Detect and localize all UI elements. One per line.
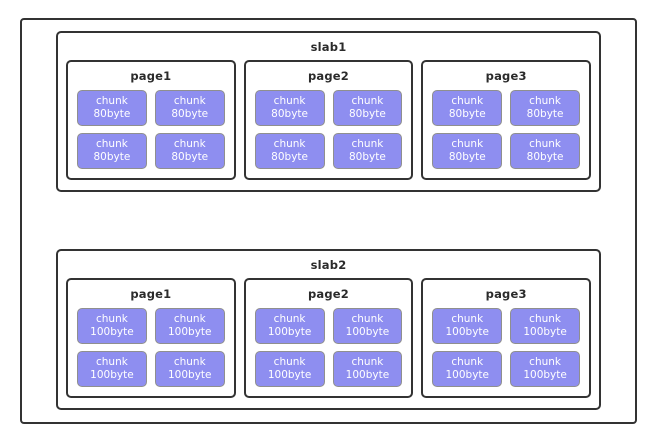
chunk-label: chunk <box>96 356 128 368</box>
chunk-size: 100byte <box>345 326 390 338</box>
chunk-label: chunk <box>173 95 206 107</box>
chunk-size: 80byte <box>526 108 564 120</box>
chunk-label: chunk <box>529 356 561 368</box>
slab-title: slab2 <box>310 258 347 272</box>
chunk-size: 100byte <box>90 369 134 381</box>
chunk-size: 100byte <box>523 369 567 381</box>
page-title: page3 <box>485 287 527 301</box>
chunk-label: chunk <box>351 95 384 107</box>
chunk-label: chunk <box>96 95 128 107</box>
chunk-size: 80byte <box>448 151 486 163</box>
chunk-size: 100byte <box>267 326 312 338</box>
chunk-size: 80byte <box>349 151 386 163</box>
chunk-label: chunk <box>173 313 206 325</box>
chunk-size: 80byte <box>171 108 209 120</box>
chunk-size: 80byte <box>526 151 564 163</box>
chunk-size: 80byte <box>271 151 308 163</box>
chunk-size: 80byte <box>93 108 131 120</box>
chunk-size: 100byte <box>90 326 134 338</box>
chunk-label: chunk <box>96 313 128 325</box>
chunk-size: 100byte <box>345 369 390 381</box>
chunk-size: 100byte <box>168 326 212 338</box>
chunk-size: 100byte <box>445 326 490 338</box>
page-title: page2 <box>307 69 350 83</box>
chunk-size: 100byte <box>168 369 212 381</box>
chunk-label: chunk <box>451 356 484 368</box>
chunk-label: chunk <box>351 138 384 150</box>
chunk-label: chunk <box>273 356 306 368</box>
chunk-size: 80byte <box>448 108 486 120</box>
chunk-label: chunk <box>351 313 384 325</box>
chunk-label: chunk <box>273 138 306 150</box>
chunk-size: 80byte <box>349 108 386 120</box>
chunk-size: 80byte <box>171 151 209 163</box>
page-title: page3 <box>485 69 527 83</box>
chunk-size: 100byte <box>523 326 567 338</box>
chunk-label: chunk <box>273 95 306 107</box>
chunk-size: 80byte <box>93 151 131 163</box>
chunk-label: chunk <box>273 313 306 325</box>
chunk-label: chunk <box>173 356 206 368</box>
slab-title: slab1 <box>310 40 347 54</box>
page-title: page1 <box>130 69 172 83</box>
chunk-label: chunk <box>451 313 484 325</box>
chunk-label: chunk <box>529 95 561 107</box>
chunk-label: chunk <box>451 138 484 150</box>
chunk-label: chunk <box>351 356 384 368</box>
chunk-label: chunk <box>529 138 561 150</box>
chunk-label: chunk <box>451 95 484 107</box>
chunk-label: chunk <box>529 313 561 325</box>
page-title: page2 <box>307 287 350 301</box>
chunk-label: chunk <box>96 138 128 150</box>
chunk-size: 100byte <box>445 369 490 381</box>
chunk-size: 80byte <box>271 108 308 120</box>
chunk-size: 100byte <box>267 369 312 381</box>
page-title: page1 <box>130 287 172 301</box>
chunk-label: chunk <box>173 138 206 150</box>
